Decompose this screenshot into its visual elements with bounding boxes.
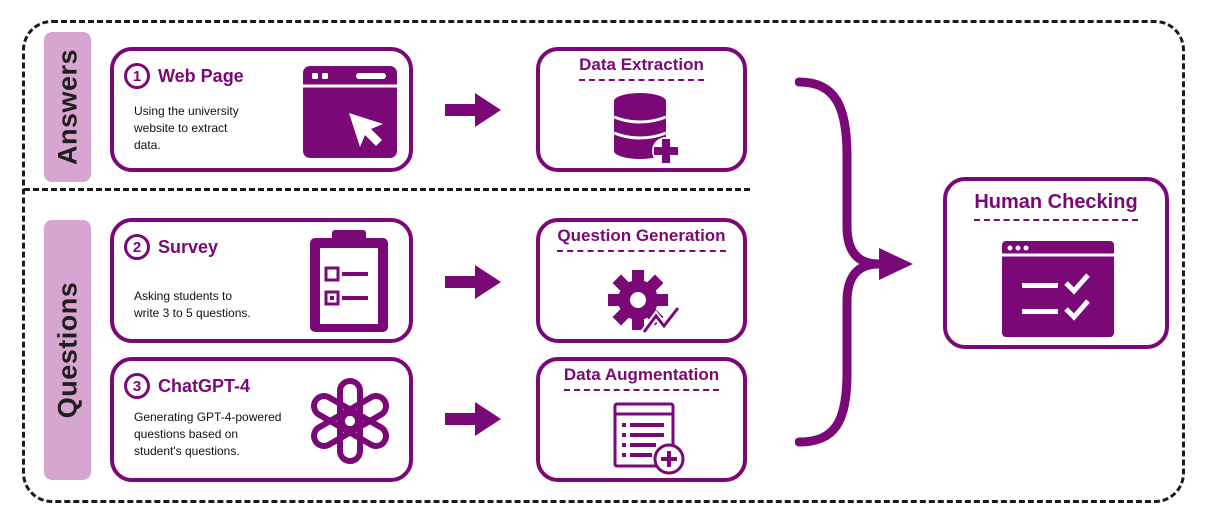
section-divider xyxy=(24,188,750,191)
web-page-header: 1 Web Page xyxy=(124,63,244,89)
window-checklist-icon xyxy=(1002,241,1114,337)
arrow-right-icon xyxy=(445,265,501,299)
data-extraction-card: Data Extraction xyxy=(536,47,747,172)
human-checking-title: Human Checking xyxy=(974,191,1138,221)
chatgpt-header: 3 ChatGPT-4 xyxy=(124,373,250,399)
web-page-title: Web Page xyxy=(158,65,244,86)
chatgpt-card: 3 ChatGPT-4 Generating GPT-4-powered que… xyxy=(110,357,413,482)
survey-header: 2 Survey xyxy=(124,234,218,260)
database-plus-icon xyxy=(613,93,680,165)
openai-logo-icon xyxy=(311,378,389,464)
data-augmentation-card: Data Augmentation xyxy=(536,357,747,482)
step-number-3: 3 xyxy=(124,373,150,399)
desc-line: website to extract xyxy=(134,121,228,135)
clipboard-checklist-icon xyxy=(310,230,388,332)
questions-label-text: Questions xyxy=(52,281,82,419)
arrow-right-icon xyxy=(445,402,501,436)
desc-line: write 3 to 5 questions. xyxy=(134,306,251,320)
data-augmentation-title: Data Augmentation xyxy=(563,365,720,391)
answers-label-text: Answers xyxy=(52,48,82,166)
question-generation-title: Question Generation xyxy=(557,226,726,252)
desc-line: data. xyxy=(134,138,161,152)
desc-line: Asking students to xyxy=(134,289,233,303)
survey-card: 2 Survey Asking students to write 3 to 5… xyxy=(110,218,413,343)
chatgpt-description: Generating GPT-4-powered questions based… xyxy=(134,409,281,460)
human-checking-header: Human Checking xyxy=(947,191,1165,221)
survey-description: Asking students to write 3 to 5 question… xyxy=(134,288,251,322)
desc-line: Using the university xyxy=(134,104,239,118)
desc-line: student's questions. xyxy=(134,444,240,458)
arrow-right-icon xyxy=(445,93,501,127)
answers-section-label: Answers xyxy=(44,32,91,182)
desc-line: questions based on xyxy=(134,427,239,441)
questions-section-label: Questions xyxy=(44,220,91,480)
chatgpt-title: ChatGPT-4 xyxy=(158,375,251,396)
data-augmentation-header: Data Augmentation xyxy=(540,365,743,391)
data-extraction-title: Data Extraction xyxy=(579,55,704,81)
data-extraction-header: Data Extraction xyxy=(540,55,743,81)
step-number-1: 1 xyxy=(124,63,150,89)
pipeline-container xyxy=(22,20,1185,503)
step-number-2: 2 xyxy=(124,234,150,260)
web-page-card: 1 Web Page Using the university website … xyxy=(110,47,413,172)
question-generation-card: Question Generation xyxy=(536,218,747,343)
human-checking-card: Human Checking xyxy=(943,177,1169,349)
gear-chart-icon xyxy=(608,270,681,335)
desc-line: Generating GPT-4-powered xyxy=(134,410,282,424)
merge-brace-icon xyxy=(795,77,913,447)
web-page-cursor-icon xyxy=(303,66,397,158)
web-page-description: Using the university website to extract … xyxy=(134,103,239,154)
question-generation-header: Question Generation xyxy=(540,226,743,252)
survey-title: Survey xyxy=(158,236,219,257)
document-plus-icon xyxy=(613,402,685,475)
